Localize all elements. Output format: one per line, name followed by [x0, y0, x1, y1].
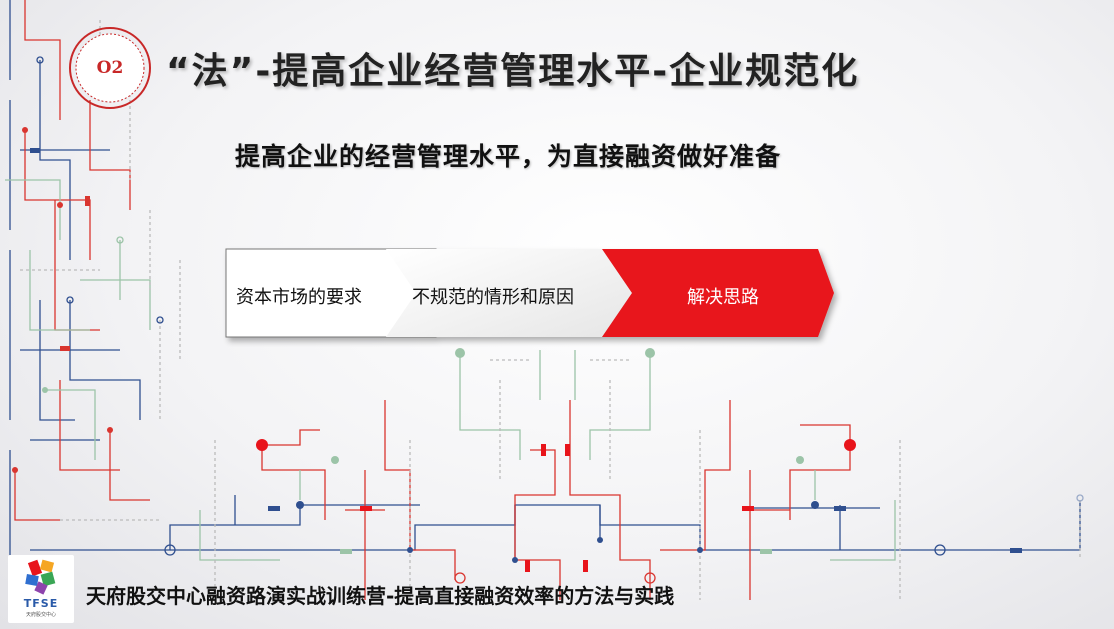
- process-steps: [225, 248, 834, 338]
- logo-subtext: 天府股交中心: [25, 612, 56, 618]
- step-label-irregularities: 不规范的情形和原因: [412, 287, 574, 308]
- logo-text: TFSE: [23, 597, 59, 610]
- tfse-logo-mark-icon: [25, 559, 56, 595]
- tfse-logo: [8, 555, 74, 623]
- step-3-chevron: [602, 249, 834, 337]
- section-badge-ring: [69, 27, 151, 109]
- step-label-solutions: 解决思路: [687, 287, 759, 308]
- page-title: “法”-提高企业经营管理水平-企业规范化: [166, 51, 860, 92]
- section-number: O2: [96, 58, 124, 78]
- step-label-capital-market: 资本市场的要求: [236, 287, 362, 308]
- page-subtitle: 提高企业的经营管理水平，为直接融资做好准备: [235, 142, 782, 171]
- footer-title: 天府股交中心融资路演实战训练营-提高直接融资效率的方法与实践: [86, 584, 675, 608]
- step-2-chevron: [386, 249, 632, 337]
